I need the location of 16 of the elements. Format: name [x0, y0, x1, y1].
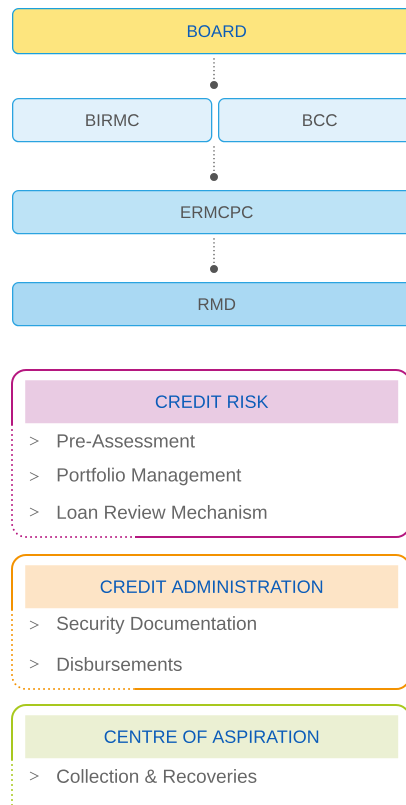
list-item: Pre-Assessment [30, 434, 195, 448]
committee-box: ERMCPC [12, 190, 406, 234]
list-item: Disbursements [30, 657, 182, 671]
list-item: Security Documentation [30, 616, 256, 634]
list-item: Collection & Recoveries [30, 769, 256, 783]
department-box: RMD [12, 282, 406, 326]
heading-band: CREDIT RISK [25, 380, 398, 424]
committee-box: BIRMC [12, 98, 212, 142]
connector-line [210, 238, 218, 273]
board-box: BOARD [12, 8, 406, 54]
committee-box: BCC [218, 98, 406, 142]
list-item: Portfolio Management [30, 468, 242, 486]
list-item: Loan Review Mechanism [30, 505, 266, 519]
heading-band: CREDIT ADMINISTRATION [25, 565, 398, 608]
connector-line [210, 58, 218, 89]
heading-band: CENTRE OF ASPIRATION [25, 715, 398, 758]
